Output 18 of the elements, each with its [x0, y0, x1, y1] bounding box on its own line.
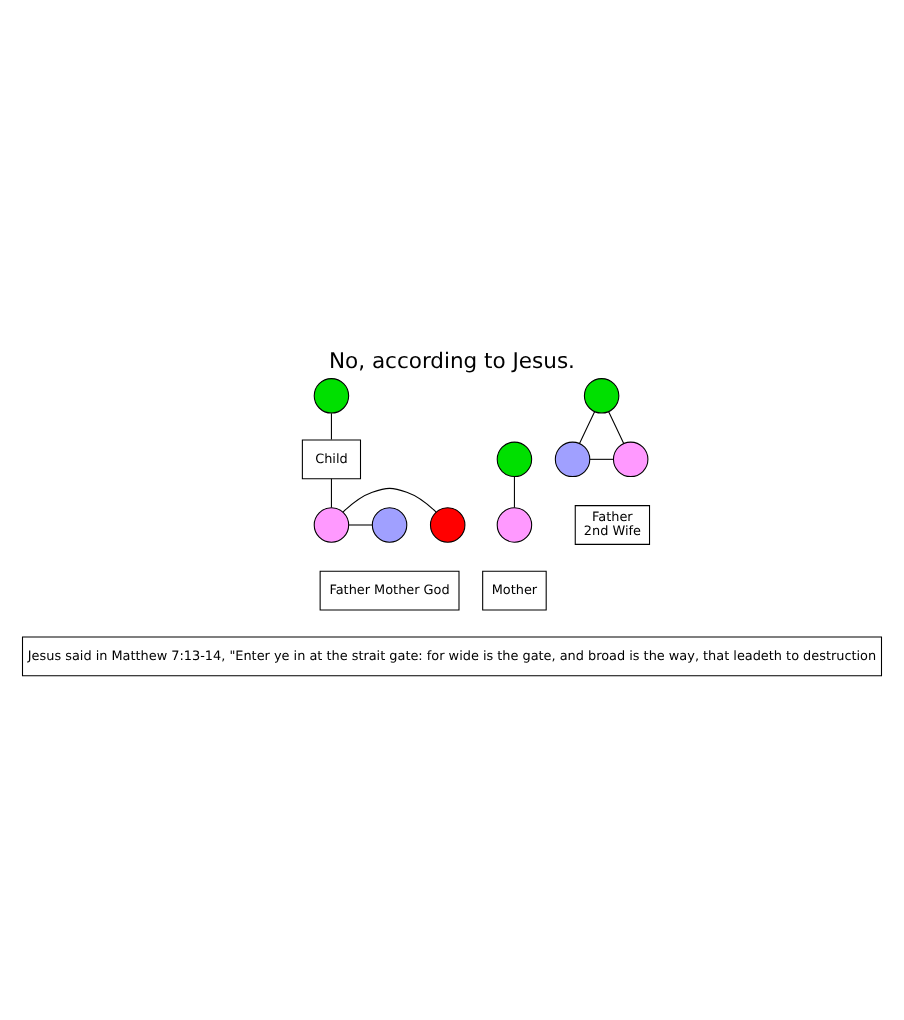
- node-circle: [583, 377, 620, 413]
- connector: [579, 410, 596, 444]
- connector: [513, 475, 515, 507]
- connector: [330, 411, 332, 440]
- connector: [330, 477, 332, 508]
- connector: [342, 486, 437, 512]
- connector: [348, 523, 373, 525]
- node-circle: [554, 440, 591, 477]
- node-circle: [496, 506, 533, 542]
- node-circle: [612, 440, 649, 477]
- connector: [608, 410, 625, 444]
- node-circle: [313, 506, 350, 542]
- node-circle: [429, 506, 466, 542]
- node-circle: [371, 506, 408, 542]
- diagram-title: No, according to Jesus.: [329, 346, 575, 373]
- node-circle: [496, 440, 533, 477]
- connector: [589, 457, 614, 459]
- node-circle: [313, 377, 350, 413]
